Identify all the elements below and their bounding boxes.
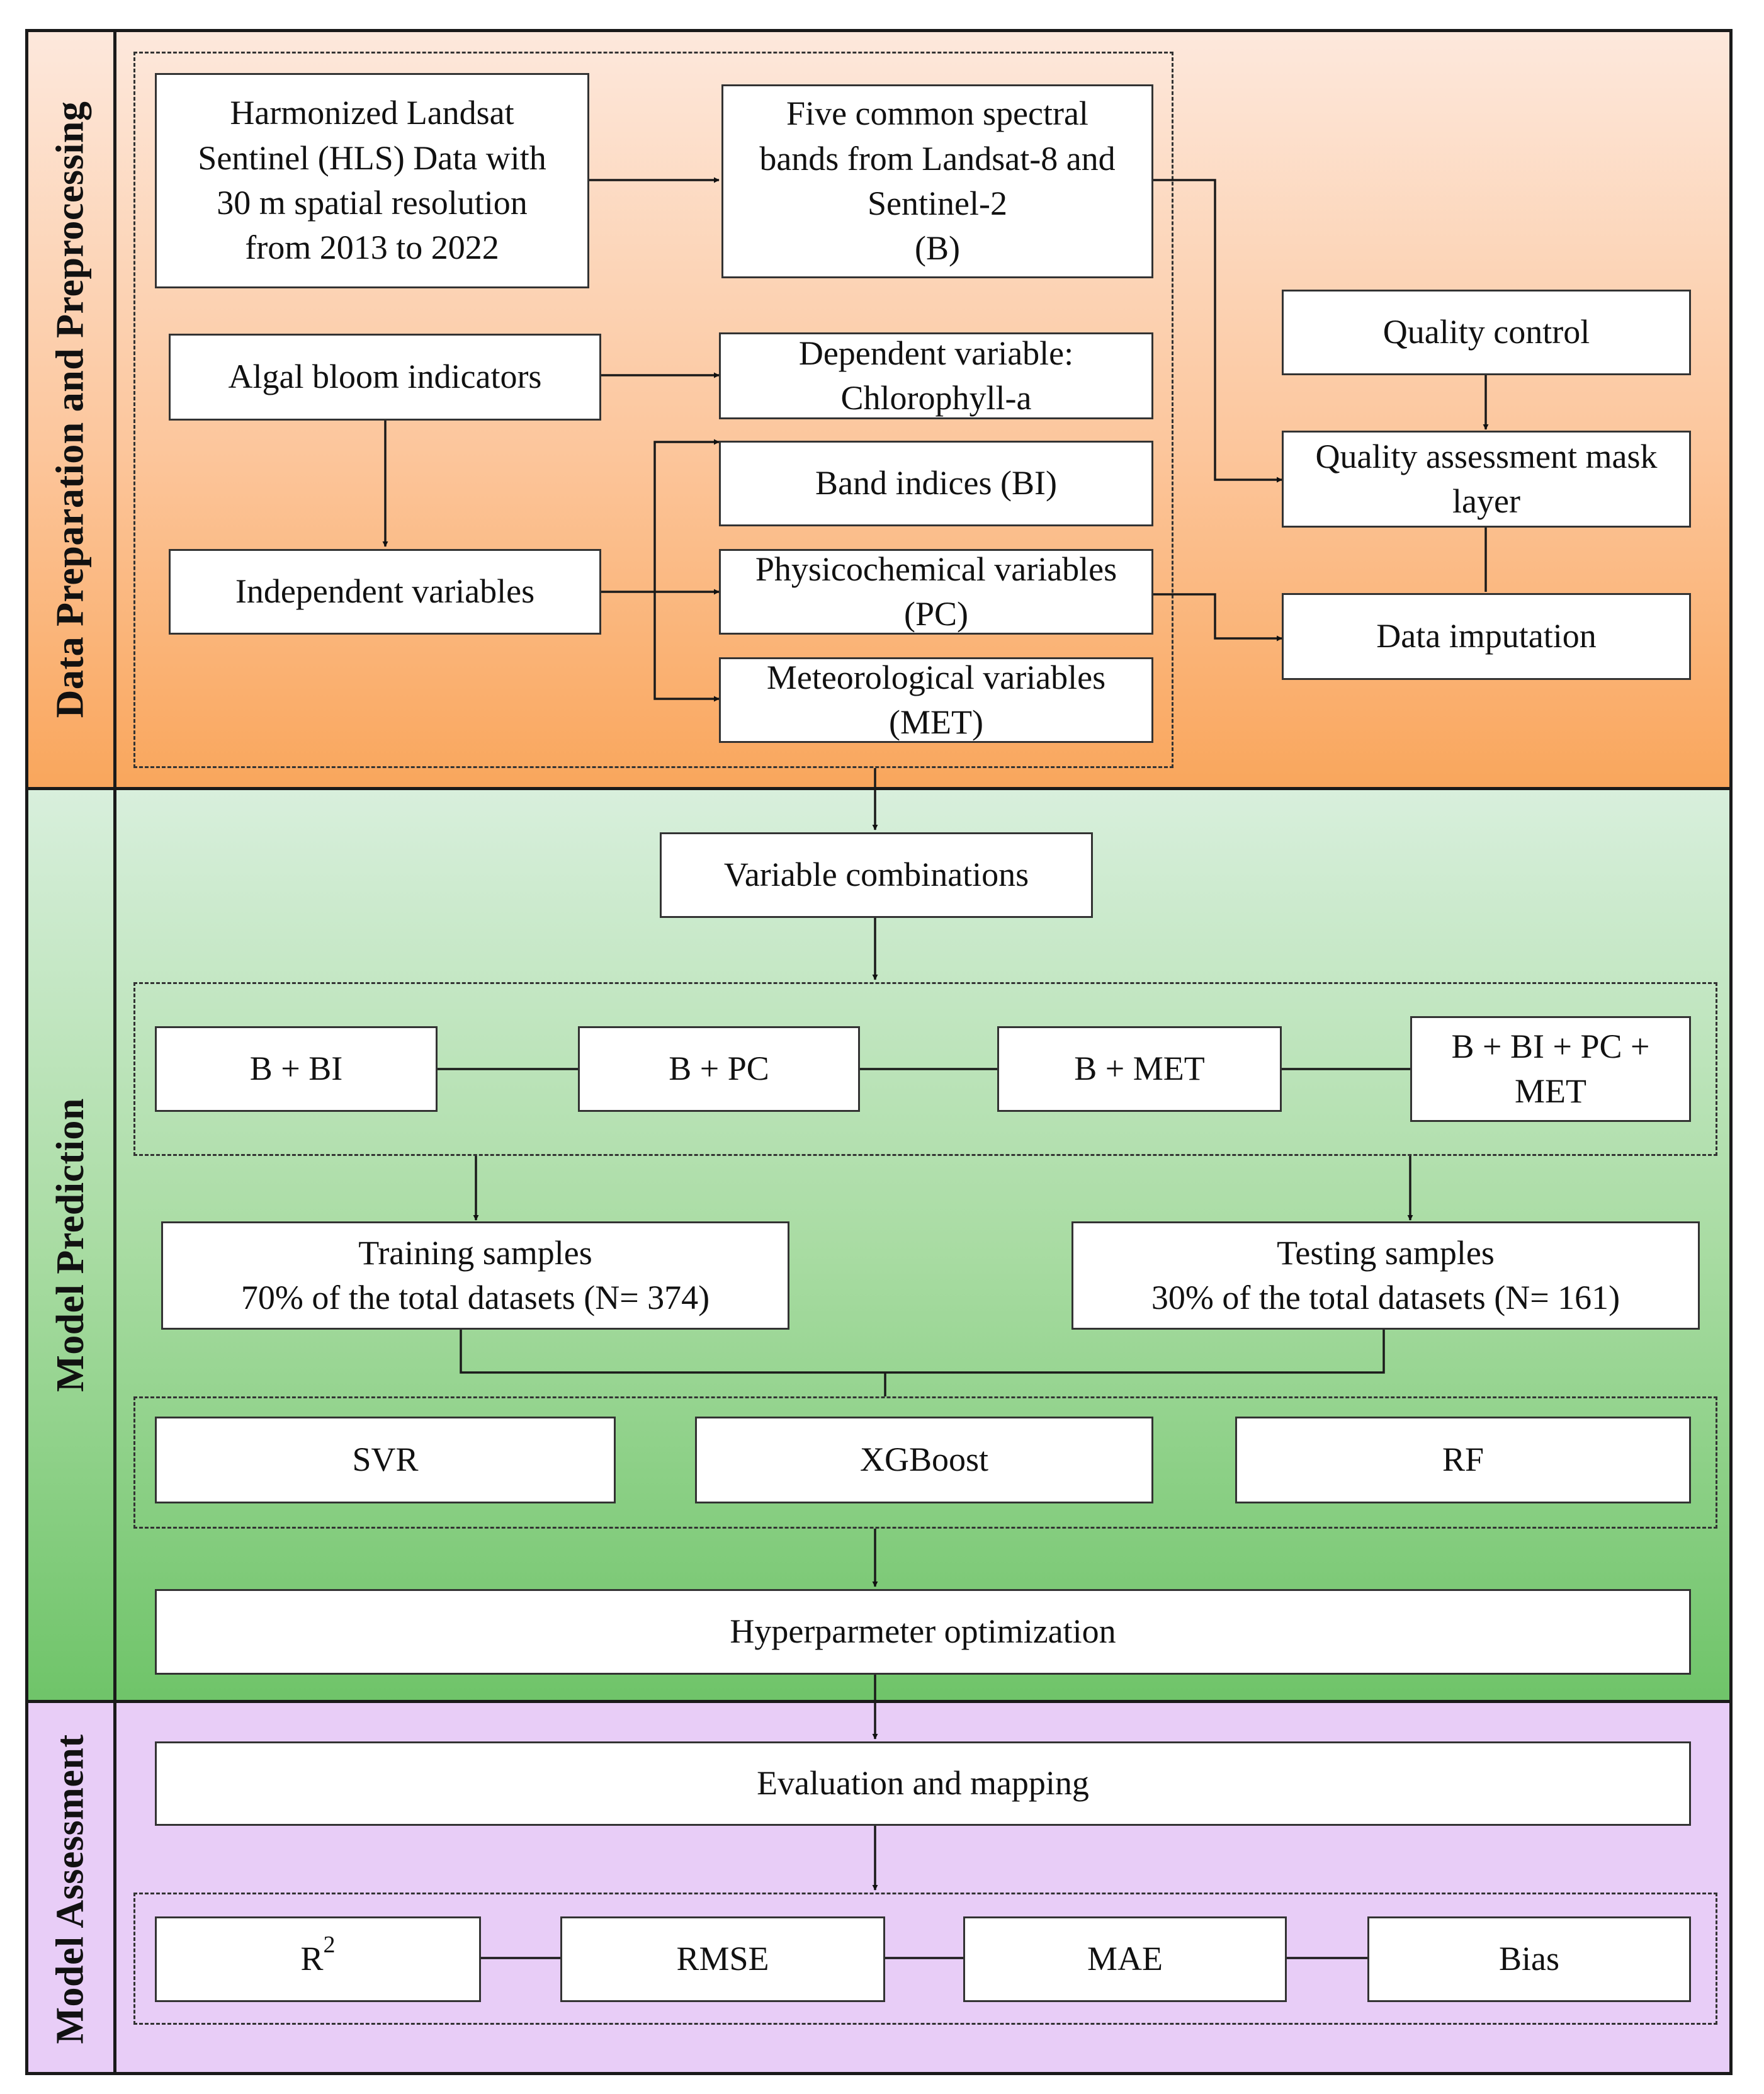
quality-mask-box: Quality assessment mask layer (1282, 431, 1691, 528)
hls-data-box: Harmonized Landsat Sentinel (HLS) Data w… (155, 73, 589, 288)
quality-control-box: Quality control (1282, 290, 1691, 375)
metrics-group (133, 1893, 1717, 2025)
physicochemical-variables-box: Physicochemical variables (PC) (719, 549, 1153, 635)
mae-metric-box: MAE (963, 1916, 1287, 2002)
svr-model-box: SVR (155, 1417, 616, 1503)
r2-label: R2 (300, 1933, 335, 1981)
evaluation-mapping-box: Evaluation and mapping (155, 1741, 1691, 1826)
combo-b-pc-box: B + PC (578, 1026, 860, 1112)
models-group (133, 1396, 1717, 1529)
combo-b-met-box: B + MET (997, 1026, 1282, 1112)
side-label-assessment: Model Assessment (30, 1704, 111, 2074)
independent-variables-box: Independent variables (169, 549, 601, 635)
hyperparameter-optimization-box: Hyperparmeter optimization (155, 1589, 1691, 1675)
side-column-divider (113, 29, 116, 2075)
band-indices-box: Band indices (BI) (719, 441, 1153, 526)
combinations-group (133, 982, 1717, 1156)
combo-b-bi-box: B + BI (155, 1026, 438, 1112)
meteorological-variables-box: Meteorological variables (MET) (719, 657, 1153, 743)
side-label-prediction: Model Prediction (30, 791, 111, 1699)
combo-all-box: B + BI + PC + MET (1410, 1016, 1691, 1122)
r2-metric-box: R2 (155, 1916, 481, 2002)
side-label-prep-text: Data Preparation and Preprocessing (48, 101, 92, 718)
testing-samples-box: Testing samples 30% of the total dataset… (1071, 1221, 1700, 1330)
algal-bloom-indicators-box: Algal bloom indicators (169, 334, 601, 421)
r2-exponent: 2 (323, 1932, 336, 1959)
dependent-variable-box: Dependent variable: Chlorophyll-a (719, 332, 1153, 419)
side-label-assessment-text: Model Assessment (48, 1734, 92, 2044)
r2-base: R (300, 1940, 324, 1978)
data-imputation-box: Data imputation (1282, 593, 1691, 680)
side-label-prep: Data Preparation and Preprocessing (30, 33, 111, 786)
rf-model-box: RF (1235, 1417, 1691, 1503)
xgboost-model-box: XGBoost (695, 1417, 1153, 1503)
training-samples-box: Training samples 70% of the total datase… (161, 1221, 789, 1330)
side-label-prediction-text: Model Prediction (48, 1097, 92, 1392)
spectral-bands-box: Five common spectral bands from Landsat-… (721, 84, 1153, 278)
rmse-metric-box: RMSE (560, 1916, 885, 2002)
variable-combinations-box: Variable combinations (660, 832, 1093, 918)
bias-metric-box: Bias (1367, 1916, 1691, 2002)
